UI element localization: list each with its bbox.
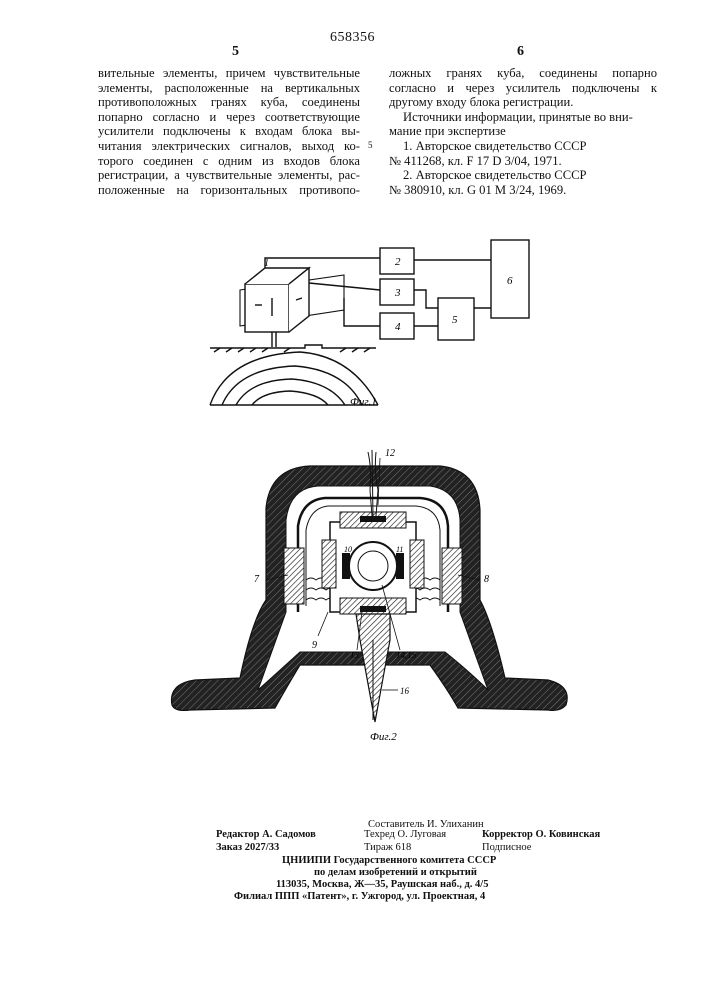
text-line: читания электрических сигналов, выход ко… xyxy=(98,139,360,154)
patent-number: 658356 xyxy=(330,30,375,46)
imprint-techred: Техред О. Луговая xyxy=(364,828,446,841)
source-item: № 380910, кл. G 01 M 3/24, 1969. xyxy=(389,183,657,198)
source-item: 2. Авторское свидетельство СССР xyxy=(389,168,657,183)
imprint-circulation: Тираж 618 xyxy=(364,841,411,854)
line-marker: 5 xyxy=(368,140,373,150)
text-line: торого соединен с одним из входов блока xyxy=(98,154,360,169)
label-6: 6 xyxy=(507,275,513,287)
sources-heading: мание при экспертизе xyxy=(389,124,657,139)
label-2: 2 xyxy=(395,256,401,268)
source-item: 1. Авторское свидетельство СССР xyxy=(389,139,657,154)
label-12: 12 xyxy=(385,448,395,459)
text-line: положенные на горизонтальных противопо- xyxy=(98,183,360,198)
sources-heading: Источники информации, принятые во вни- xyxy=(389,110,657,125)
label-7: 7 xyxy=(254,574,260,585)
text-line: вительные элементы, причем чувствительны… xyxy=(98,66,360,81)
text-line: другому входу блока регистрации. xyxy=(389,95,657,110)
text-line: согласно и через усилитель подключены к xyxy=(389,81,657,96)
imprint-subscription: Подписное xyxy=(482,841,531,854)
label-8: 8 xyxy=(484,574,489,585)
text-line: попарно согласно и через соответствующие xyxy=(98,110,360,125)
source-item: № 411268, кл. F 17 D 3/04, 1971. xyxy=(389,154,657,169)
text-line: элементы, расположенные на вертикальных xyxy=(98,81,360,96)
label-5: 5 xyxy=(452,314,458,326)
imprint-corrector: Корректор О. Ковинская xyxy=(482,828,600,841)
text-line: ложных гранях куба, соединены попарно xyxy=(389,66,657,81)
figure-2-caption: Фиг.2 xyxy=(370,731,397,743)
label-1: 1 xyxy=(264,258,269,269)
right-column: ложных гранях куба, соединены попарно со… xyxy=(389,66,657,197)
label-14-15: 14,15 xyxy=(396,650,417,660)
imprint-order: Заказ 2027/33 xyxy=(216,841,279,854)
page-number-right: 6 xyxy=(517,44,524,60)
imprint-branch: Филиал ППП «Патент», г. Ужгород, ул. Про… xyxy=(234,890,485,903)
label-11: 11 xyxy=(396,545,403,554)
label-16: 16 xyxy=(400,686,410,696)
text-line: усилители подключены к входам блока вы- xyxy=(98,124,360,139)
left-column: вительные элементы, причем чувствительны… xyxy=(98,66,360,197)
text-line: регистрации, а чувствительные элементы, … xyxy=(98,168,360,183)
label-9: 9 xyxy=(312,640,317,651)
label-10: 10 xyxy=(344,545,352,554)
text-line: противоположных гранях куба, соединены xyxy=(98,95,360,110)
label-13: 13 xyxy=(350,650,360,660)
label-4: 4 xyxy=(395,321,401,333)
page-number-left: 5 xyxy=(232,44,239,60)
imprint-editor: Редактор А. Садомов xyxy=(216,828,316,841)
figure-1-caption: Фиг.1 xyxy=(350,396,377,408)
label-3: 3 xyxy=(394,287,401,299)
